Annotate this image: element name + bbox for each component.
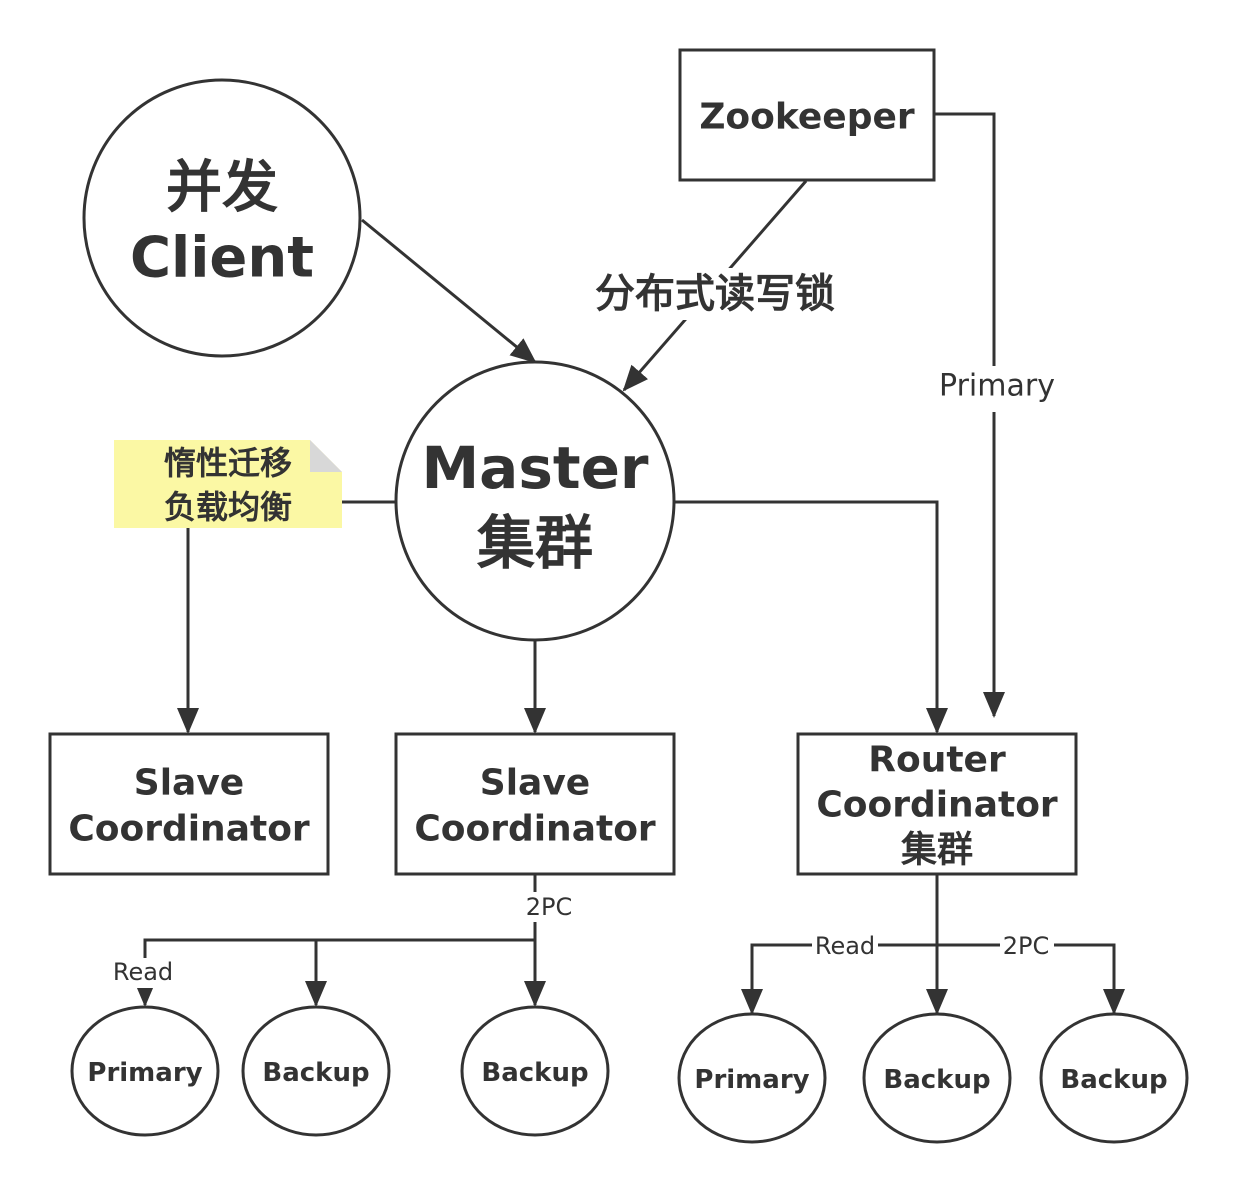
node-backup-right-2: Backup <box>1039 1012 1189 1144</box>
note-body <box>114 440 342 528</box>
edge-label-read-left: Read <box>110 958 180 988</box>
edge-label-read-right: Read <box>812 931 878 961</box>
svg-text:并发: 并发 <box>166 156 278 221</box>
note-fold <box>310 440 342 472</box>
svg-text:Slave: Slave <box>134 763 244 804</box>
svg-text:Master: Master <box>421 434 648 502</box>
edge-label-lock: 分布式读写锁 <box>568 268 863 320</box>
svg-text:集群: 集群 <box>900 830 973 871</box>
svg-text:2PC: 2PC <box>526 893 573 921</box>
node-primary-right: Primary <box>677 1012 827 1144</box>
node-primary-left: Primary <box>70 1005 220 1137</box>
svg-text:Primary: Primary <box>87 1058 202 1088</box>
svg-text:Coordinator: Coordinator <box>68 809 310 850</box>
node-slave-coordinator-left: Slave Coordinator <box>48 732 330 876</box>
svg-text:集群: 集群 <box>476 509 593 577</box>
node-master: Master 集群 <box>394 360 676 642</box>
edge-slave-mid-bus <box>134 938 535 1007</box>
svg-text:Backup: Backup <box>481 1058 588 1088</box>
node-backup-left-2: Backup <box>460 1005 610 1137</box>
svg-text:负载均衡: 负载均衡 <box>164 488 292 526</box>
edge-master-slave-left <box>177 500 396 734</box>
edge-master-router <box>672 500 948 734</box>
svg-text:Slave: Slave <box>480 763 590 804</box>
edge-router-bus-right <box>937 943 1125 1015</box>
node-backup-right-1: Backup <box>862 1012 1012 1144</box>
svg-text:2PC: 2PC <box>1003 932 1050 960</box>
svg-text:Primary: Primary <box>694 1065 809 1095</box>
svg-text:Zookeeper: Zookeeper <box>699 97 915 138</box>
svg-text:Client: Client <box>130 226 314 291</box>
node-backup-left-1: Backup <box>241 1005 391 1137</box>
svg-text:Coordinator: Coordinator <box>816 785 1058 826</box>
svg-text:Backup: Backup <box>262 1058 369 1088</box>
node-router-coordinator: Router Coordinator 集群 <box>796 732 1078 876</box>
node-client: 并发 Client <box>82 78 362 358</box>
edge-client-master <box>361 218 537 364</box>
svg-text:Backup: Backup <box>1060 1065 1167 1095</box>
svg-text:Primary: Primary <box>939 369 1055 404</box>
svg-text:分布式读写锁: 分布式读写锁 <box>595 271 835 317</box>
edge-label-primary: Primary <box>936 366 1056 412</box>
node-slave-coordinator-mid: Slave Coordinator <box>394 732 676 876</box>
svg-text:Read: Read <box>815 932 875 960</box>
svg-text:Router: Router <box>868 740 1006 781</box>
node-zookeeper: Zookeeper <box>678 48 936 182</box>
edge-label-2pc-left: 2PC <box>522 892 578 922</box>
edge-label-2pc-right: 2PC <box>1000 931 1054 961</box>
svg-text:Coordinator: Coordinator <box>414 809 656 850</box>
svg-text:Read: Read <box>113 958 173 986</box>
note-lazy-migration: 惰性迁移 负载均衡 <box>114 440 342 528</box>
svg-text:惰性迁移: 惰性迁移 <box>164 444 292 482</box>
svg-text:Backup: Backup <box>883 1065 990 1095</box>
edge-zookeeper-router <box>935 112 1005 718</box>
